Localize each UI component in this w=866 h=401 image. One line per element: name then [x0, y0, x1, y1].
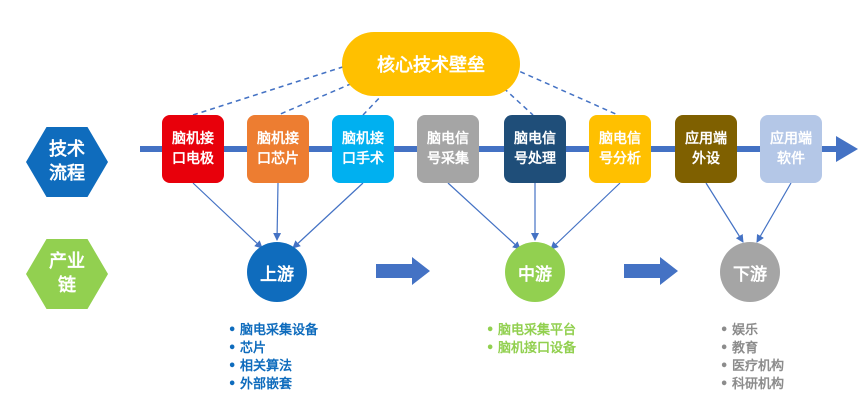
dash-core-to-step-5: [496, 81, 534, 116]
stage-midstream: 中游: [505, 242, 565, 302]
arrow-step-8-to-downstream: [756, 182, 792, 243]
dash-core-to-step-1: [192, 63, 353, 116]
step-bci-electrode: 脑机接 口电极: [162, 115, 224, 183]
process-axis-arrowhead: [836, 136, 858, 162]
flow-arrow-up-to-mid: [376, 257, 430, 285]
midstream-items: 脑电采集平台 脑机接口设备: [486, 322, 576, 358]
dash-core-to-step-2: [277, 79, 361, 116]
step-app-software: 应用端 软件: [760, 115, 822, 183]
list-item: 相关算法: [228, 358, 318, 376]
stage-downstream: 下游: [720, 242, 780, 302]
list-item: 娱乐: [720, 322, 784, 340]
step-eeg-acquisition: 脑电信 号采集: [417, 115, 479, 183]
core-technology-barrier: 核心技术壁垒: [342, 32, 520, 96]
flow-arrow-mid-to-down: [624, 257, 678, 285]
list-item: 脑电采集设备: [228, 322, 318, 340]
step-eeg-processing: 脑电信 号处理: [504, 115, 566, 183]
list-item: 外部嵌套: [228, 376, 318, 394]
arrow-step-4-to-midstream: [447, 182, 521, 250]
arrow-step-2-to-upstream: [273, 182, 282, 241]
stage-upstream: 上游: [247, 242, 307, 302]
arrow-step-6-to-midstream: [550, 182, 621, 250]
step-app-peripheral: 应用端 外设: [675, 115, 737, 183]
step-eeg-analysis: 脑电信 号分析: [589, 115, 651, 183]
list-item: 教育: [720, 340, 784, 358]
arrow-step-3-to-upstream: [292, 182, 364, 249]
arrow-step-7-to-downstream: [705, 182, 744, 243]
step-bci-surgery: 脑机接 口手术: [332, 115, 394, 183]
list-item: 科研机构: [720, 376, 784, 394]
arrow-step-1-to-upstream: [192, 182, 263, 249]
process-row-label: 技术 流程: [26, 127, 108, 197]
step-bci-chip: 脑机接 口芯片: [247, 115, 309, 183]
downstream-items: 娱乐 教育 医疗机构 科研机构: [720, 322, 784, 394]
upstream-items: 脑电采集设备 芯片 相关算法 外部嵌套: [228, 322, 318, 394]
dash-core-to-step-6: [511, 67, 619, 116]
list-item: 医疗机构: [720, 358, 784, 376]
list-item: 脑机接口设备: [486, 340, 576, 358]
list-item: 脑电采集平台: [486, 322, 576, 340]
list-item: 芯片: [228, 340, 318, 358]
